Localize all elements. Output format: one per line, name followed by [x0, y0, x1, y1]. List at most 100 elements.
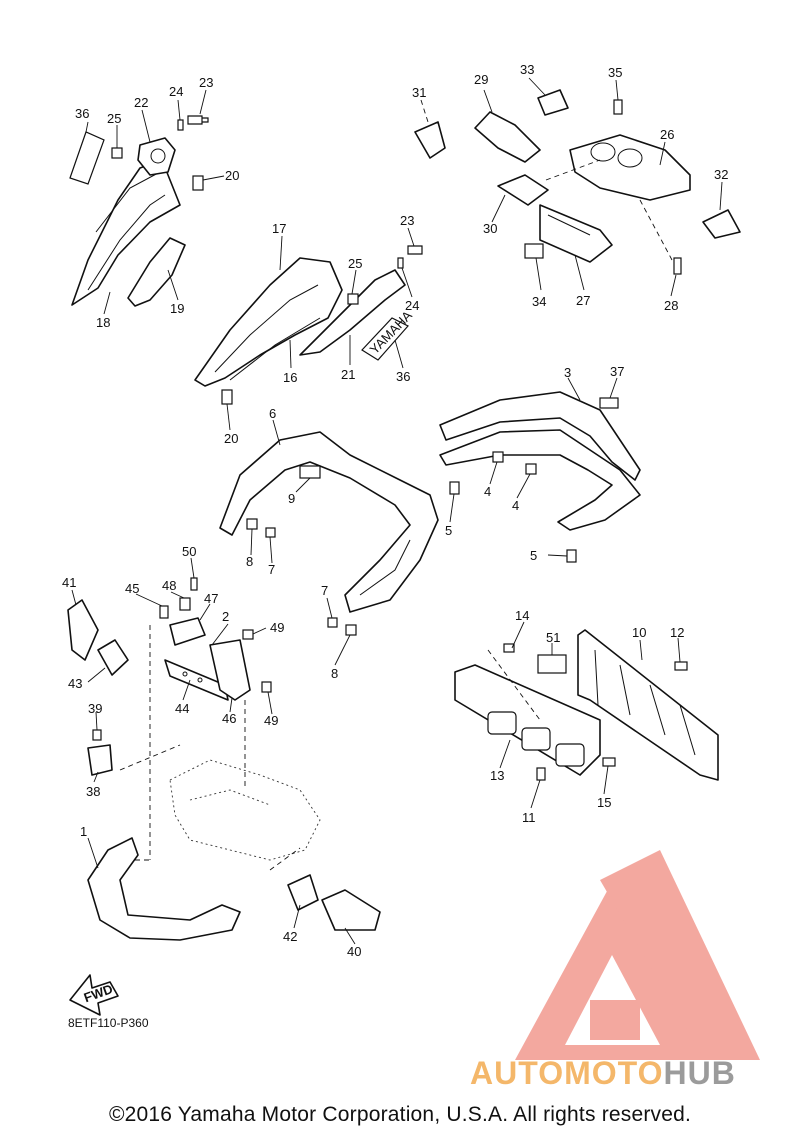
callout-27: 27 — [576, 293, 590, 308]
callout-35: 35 — [608, 65, 622, 80]
part-14-screw — [503, 643, 515, 653]
callout-4: 4 — [512, 498, 519, 513]
part-8-clip-a — [246, 518, 258, 530]
part-36-decal-right: YAMAHA — [361, 308, 415, 361]
part-28-clip — [673, 257, 682, 275]
callout-28: 28 — [664, 298, 678, 313]
part-47-plate — [169, 617, 206, 646]
callout-25: 25 — [107, 111, 121, 126]
callout-38: 38 — [86, 784, 100, 799]
part-19-side-panel — [127, 237, 186, 307]
callout-36: 36 — [396, 369, 410, 384]
part-4-bolt-b — [525, 463, 537, 475]
part-24-washer-center — [397, 257, 404, 269]
part-8-clip-b — [345, 624, 357, 636]
callout-49: 49 — [270, 620, 284, 635]
part-46-bracket — [209, 639, 251, 701]
part-6-lower-cowl-frame — [219, 431, 439, 613]
decal-yamaha-text: YAMAHA — [367, 308, 415, 357]
part-45-bolt — [159, 605, 169, 619]
callout-14: 14 — [515, 608, 529, 623]
callout-46: 46 — [222, 711, 236, 726]
part-33-bracket — [537, 89, 569, 116]
part-25-nut-left — [111, 147, 123, 159]
part-15-screw — [602, 757, 616, 767]
part-49-bolt-a — [242, 629, 254, 640]
part-34-pad — [524, 243, 544, 259]
callout-19: 19 — [170, 301, 184, 316]
callout-7: 7 — [268, 562, 275, 577]
callout-21: 21 — [341, 367, 355, 382]
part-16-17-upper-cowl — [194, 257, 343, 387]
part-51-label — [537, 654, 567, 674]
callout-9: 9 — [288, 491, 295, 506]
callout-23: 23 — [400, 213, 414, 228]
part-29-cover — [474, 111, 541, 163]
callout-50: 50 — [182, 544, 196, 559]
callout-17: 17 — [272, 221, 286, 236]
callout-15: 15 — [597, 795, 611, 810]
copyright-notice: ©2016 Yamaha Motor Corporation, U.S.A. A… — [108, 1103, 692, 1126]
leader-lines — [71, 77, 723, 945]
part-10-rack — [577, 629, 719, 781]
callout-12: 12 — [670, 625, 684, 640]
part-50-screw — [190, 577, 198, 591]
part-38-bracket — [87, 744, 113, 776]
part-30-bracket — [497, 174, 549, 206]
callout-2: 2 — [222, 609, 229, 624]
part-3-rail — [439, 391, 641, 531]
part-5-bolt-a — [449, 481, 460, 495]
callout-44: 44 — [175, 701, 189, 716]
callout-labels: 36 25 22 24 23 20 18 19 17 25 23 24 16 2… — [62, 62, 728, 959]
part-5-bolt-b — [566, 549, 577, 563]
part-32-bracket — [702, 209, 741, 239]
callout-7: 7 — [321, 583, 328, 598]
part-20-bolt-lower — [221, 389, 233, 405]
fwd-arrow-icon: FWD — [69, 974, 119, 1016]
watermark-text: AUTOMOTOHUB — [470, 1055, 736, 1092]
part-4-bolt-a — [492, 451, 504, 463]
part-22-mount-bracket — [137, 137, 176, 176]
callout-26: 26 — [660, 127, 674, 142]
callout-5: 5 — [530, 548, 537, 563]
watermark-text-secondary: HUB — [663, 1055, 736, 1091]
part-42-bracket — [287, 874, 319, 911]
callout-31: 31 — [412, 85, 426, 100]
part-40-duct — [321, 889, 381, 931]
part-37-label — [599, 397, 619, 409]
callout-24: 24 — [405, 298, 419, 313]
part-12-screw — [674, 661, 688, 671]
part-27-meter-bracket — [539, 204, 613, 263]
callout-29: 29 — [474, 72, 488, 87]
callout-51: 51 — [546, 630, 560, 645]
callout-45: 45 — [125, 581, 139, 596]
part-44-bracket — [164, 659, 229, 701]
part-31-bracket — [414, 121, 446, 159]
part-43-plate — [97, 639, 129, 676]
part-23-bolt-center — [407, 245, 423, 255]
callout-43: 43 — [68, 676, 82, 691]
callout-18: 18 — [96, 315, 110, 330]
callout-37: 37 — [610, 364, 624, 379]
callout-36: 36 — [75, 106, 89, 121]
part-7-bolt-b — [327, 617, 338, 628]
callout-20: 20 — [224, 431, 238, 446]
callout-1: 1 — [80, 824, 87, 839]
callout-4: 4 — [484, 484, 491, 499]
part-13-panel — [454, 664, 601, 776]
part-7-bolt-a — [265, 527, 276, 538]
callout-34: 34 — [532, 294, 546, 309]
callout-6: 6 — [269, 406, 276, 421]
part-24-washer-left — [177, 119, 184, 131]
callout-16: 16 — [283, 370, 297, 385]
part-39-bolt — [92, 729, 102, 741]
callout-8: 8 — [331, 666, 338, 681]
part-23-bolt-left — [187, 115, 209, 125]
callout-42: 42 — [283, 929, 297, 944]
callout-25: 25 — [348, 256, 362, 271]
callout-22: 22 — [134, 95, 148, 110]
callout-24: 24 — [169, 84, 183, 99]
part-48-clip — [179, 597, 191, 611]
